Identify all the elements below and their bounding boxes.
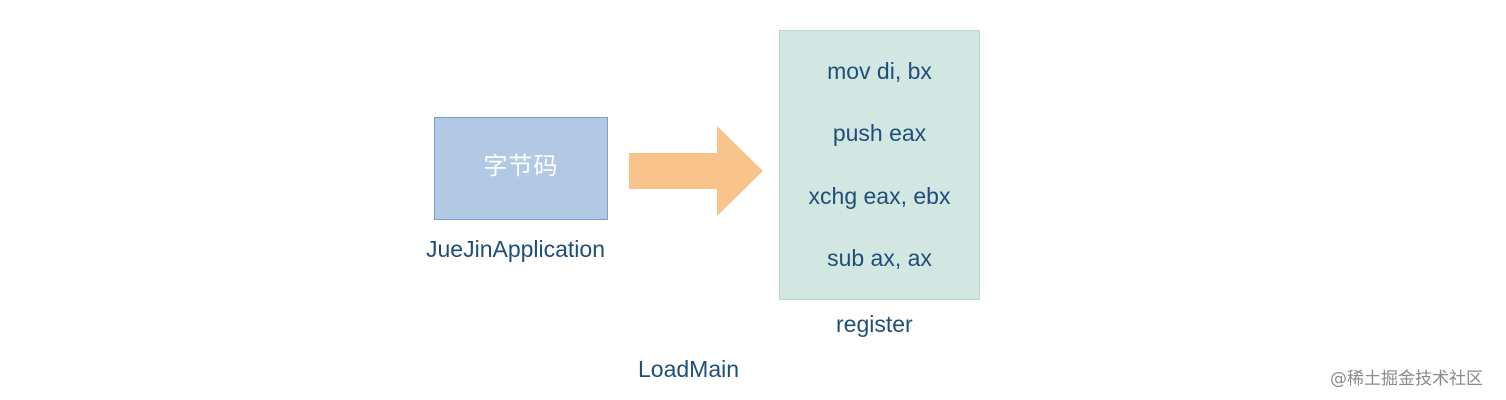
instruction-line: xchg eax, ebx (808, 182, 951, 209)
register-box: mov di, bx push eax xchg eax, ebx sub ax… (779, 30, 980, 300)
loadmain-label: LoadMain (638, 356, 740, 382)
register-label: register (836, 311, 913, 337)
bytecode-label: 字节码 (483, 152, 559, 180)
arrow-shape (629, 126, 763, 216)
watermark: @稀土掘金技术社区 (1330, 369, 1483, 389)
instruction-line: sub ax, ax (827, 244, 932, 271)
right-arrow-icon (629, 126, 763, 216)
instruction-line: mov di, bx (827, 58, 932, 84)
instruction-line: push eax (832, 120, 927, 147)
application-label: JueJinApplication (426, 236, 606, 262)
bytecode-box: 字节码 (434, 117, 608, 220)
